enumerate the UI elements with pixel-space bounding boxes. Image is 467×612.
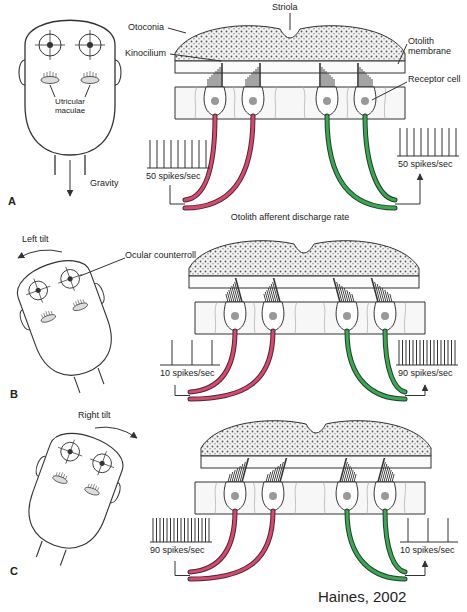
rate-label: 90 spikes/sec bbox=[150, 545, 205, 555]
rate-label: 50 spikes/sec bbox=[398, 159, 453, 169]
pointer-arrow bbox=[175, 561, 425, 576]
rate-label: 10 spikes/sec bbox=[400, 545, 455, 555]
tilt-label: Right tilt bbox=[78, 410, 111, 420]
part-label: Ocular counterroll bbox=[125, 250, 196, 260]
tilt-arrow bbox=[18, 250, 62, 258]
citation: Haines, 2002 bbox=[318, 588, 406, 605]
leader-line bbox=[168, 13, 407, 100]
head-upright bbox=[19, 20, 121, 175]
afferent-fiber bbox=[185, 116, 253, 208]
tilt-arrow bbox=[95, 427, 137, 438]
spike-train bbox=[160, 340, 220, 365]
pointer-arrow bbox=[175, 385, 425, 396]
leader-line bbox=[80, 258, 125, 276]
part-label: Otolith afferent discharge rate bbox=[200, 212, 380, 222]
rate-label: 50 spikes/sec bbox=[146, 171, 201, 181]
rate-label: 10 spikes/sec bbox=[160, 368, 215, 378]
panel-letter: B bbox=[10, 388, 18, 401]
part-label: Kinocilium bbox=[125, 48, 166, 58]
afferent-fiber bbox=[347, 511, 405, 579]
gravity-arrow bbox=[70, 160, 71, 196]
part-label: Otolith membrane bbox=[408, 36, 463, 57]
pointer-arrow bbox=[170, 174, 420, 204]
spike-train bbox=[400, 518, 458, 542]
head-right-tilt bbox=[8, 423, 134, 576]
spike-train bbox=[150, 518, 212, 542]
tilt-label: Left tilt bbox=[22, 234, 49, 244]
panel-letter: C bbox=[10, 565, 18, 578]
spike-train bbox=[397, 128, 459, 156]
spike-train bbox=[396, 340, 458, 365]
panel-letter: A bbox=[8, 195, 16, 208]
part-label: Gravity bbox=[90, 178, 119, 188]
leader-line bbox=[50, 85, 90, 97]
utricular-macula bbox=[175, 26, 405, 119]
part-label: Receptor cell bbox=[408, 74, 463, 84]
afferent-fiber bbox=[327, 116, 395, 208]
rate-label: 90 spikes/sec bbox=[398, 368, 453, 378]
head-left-tilt bbox=[6, 250, 132, 403]
part-label: Striola bbox=[272, 2, 298, 12]
utricular-macula bbox=[195, 421, 431, 514]
part-label: Otoconia bbox=[128, 22, 164, 32]
spike-train bbox=[147, 140, 210, 168]
utricular-macula bbox=[189, 241, 425, 334]
part-label: Utricular maculae bbox=[42, 97, 98, 115]
